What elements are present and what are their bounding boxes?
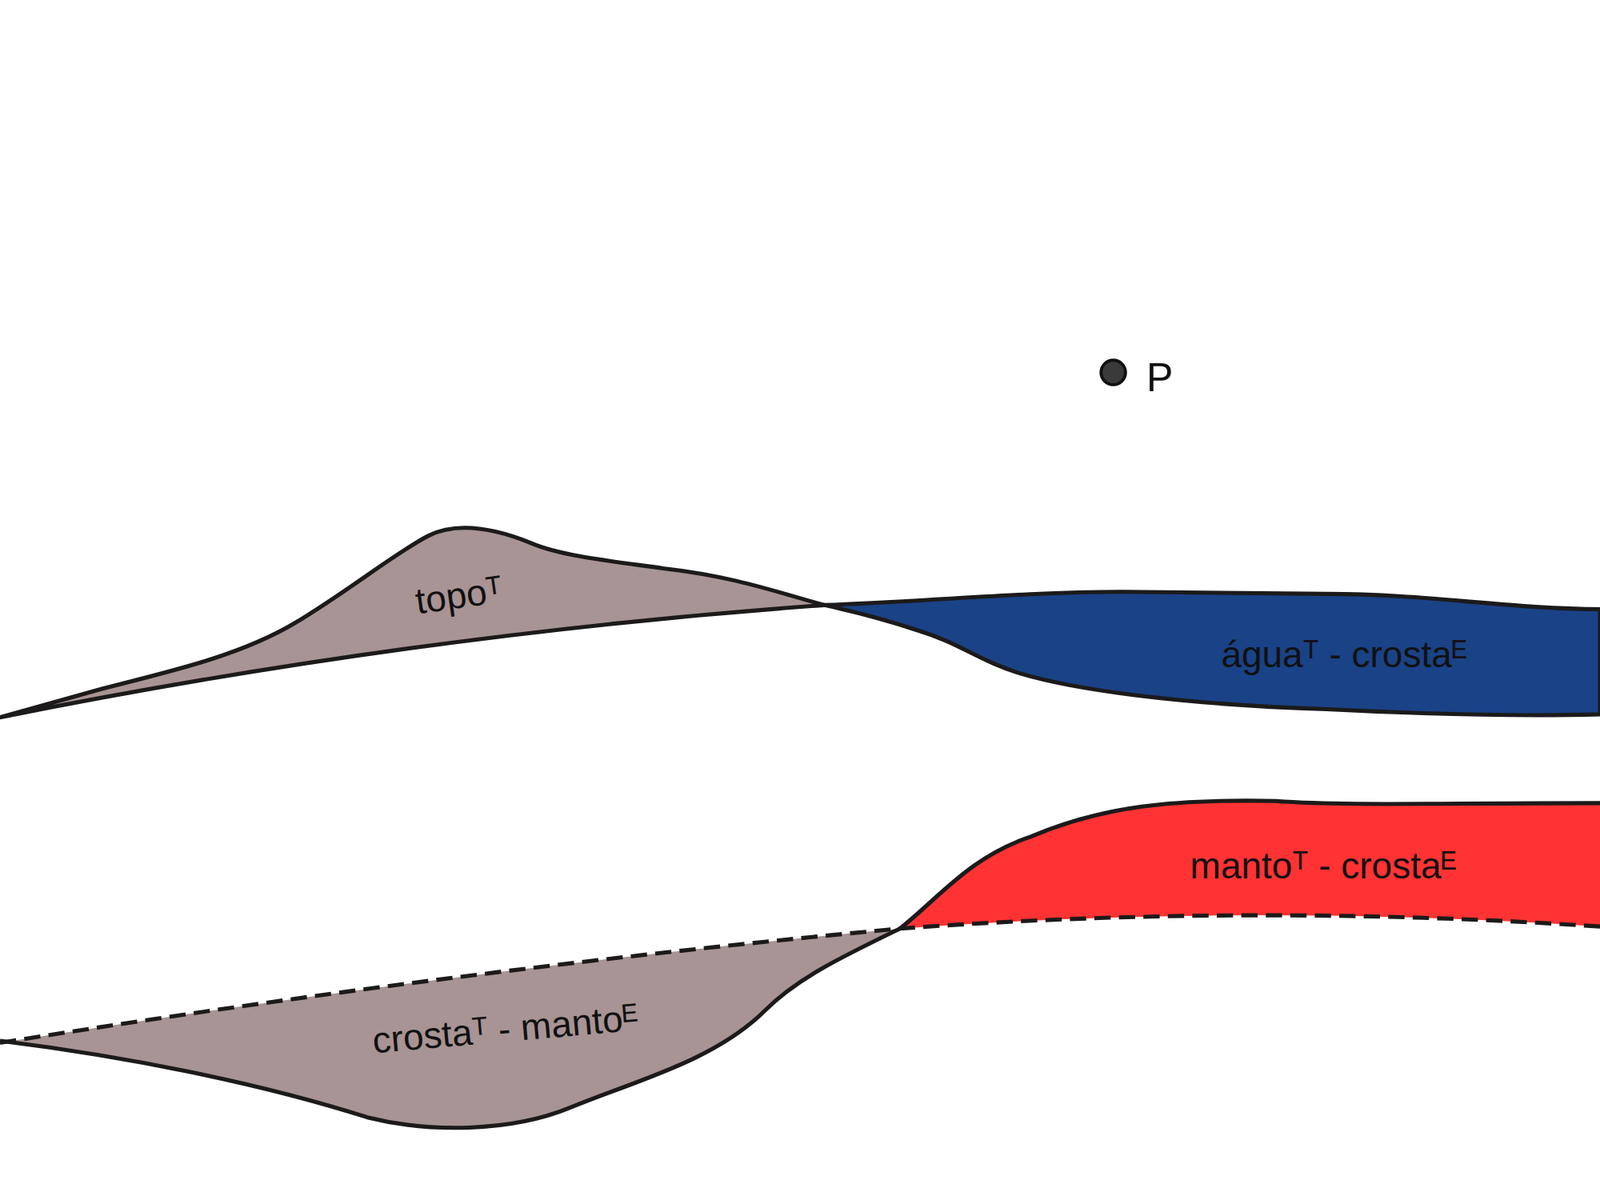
water-band <box>824 592 1600 716</box>
point-label: P <box>1146 356 1173 400</box>
mantle-crust-band <box>900 800 1600 929</box>
band-label: águaᵀ - crostaᴱ <box>1220 633 1467 676</box>
band-label: mantoᵀ - crostaᴱ <box>1190 844 1457 888</box>
band-label-box: águaᵀ - crostaᴱ <box>1220 633 1467 676</box>
observation-point <box>1100 360 1126 385</box>
topography-band <box>0 528 825 718</box>
reference-interface-dashed <box>0 915 1600 1043</box>
mantle-crust-outline <box>900 800 1600 929</box>
crust-mantle-outline <box>0 928 900 1128</box>
crust-mantle-band <box>0 928 900 1128</box>
band-label-box: mantoᵀ - crostaᴱ <box>1190 844 1457 888</box>
